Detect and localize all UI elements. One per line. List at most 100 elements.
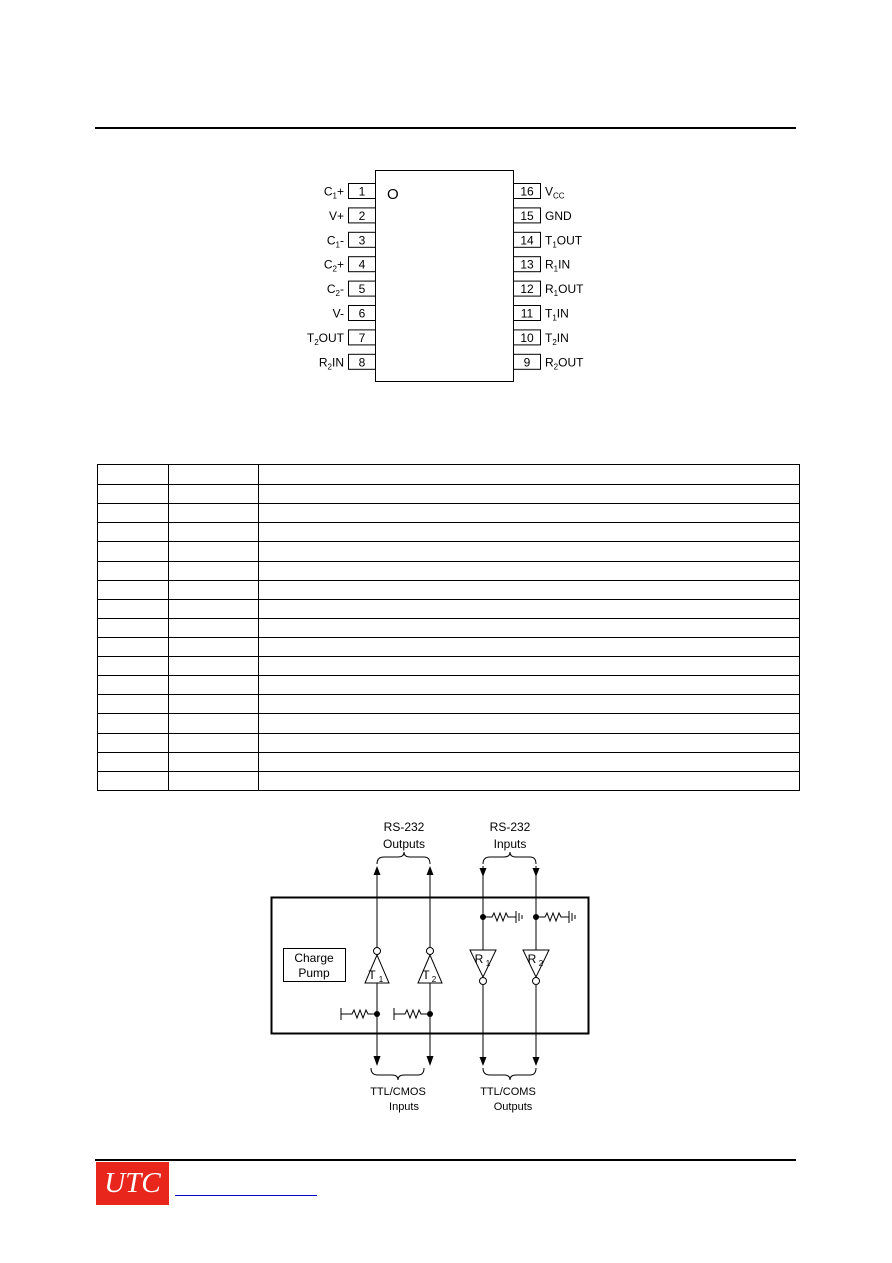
pin-name: GND [545, 209, 572, 223]
table-row [97, 541, 800, 562]
table-cell [97, 656, 169, 677]
rs232-inputs-label-1: RS-232 [490, 820, 531, 834]
table-cell [97, 751, 169, 772]
pin-name: C2+ [324, 258, 344, 274]
table-cell [97, 617, 169, 638]
table-cell [168, 656, 259, 677]
pin-16: 16 VCC [513, 183, 565, 201]
pin-number: 12 [520, 282, 534, 296]
block-diagram: RS-232 Outputs RS-232 Inputs Charge Pump… [270, 820, 590, 1113]
pin-name: VCC [545, 185, 565, 201]
utc-logo-text: UTC [104, 1167, 161, 1199]
table-cell [258, 694, 800, 715]
pin-13: 13 R1IN [513, 256, 570, 274]
table-cell [97, 579, 169, 600]
table-cell [168, 484, 259, 505]
table-cell [168, 617, 259, 638]
pin-number: 9 [524, 355, 531, 369]
table-cell [258, 732, 800, 753]
table-cell [97, 694, 169, 715]
receiver-r2-sub: 2 [539, 959, 544, 968]
table-row [97, 484, 800, 505]
pin-number: 6 [359, 307, 366, 321]
pin-name: R2IN [319, 355, 344, 371]
pin-number: 8 [359, 355, 366, 369]
table-cell [168, 751, 259, 772]
table-cell [258, 751, 800, 772]
ttl-outputs-label-2: Outputs [494, 1101, 533, 1113]
receiver-r2-symbol [522, 949, 550, 979]
pin-name: T1IN [545, 307, 569, 323]
table-cell [258, 598, 800, 619]
pin-name: T1OUT [545, 233, 583, 249]
receiver-r1-symbol [469, 949, 497, 979]
pin-number: 3 [359, 233, 366, 247]
table-cell [168, 503, 259, 524]
table-cell [168, 636, 259, 658]
table-cell [97, 522, 169, 543]
table-cell [168, 541, 259, 562]
pin-number: 14 [520, 233, 534, 247]
pin-14: 14 T1OUT [513, 231, 583, 249]
table-cell [168, 732, 259, 753]
rs232-outputs-label-2: Outputs [383, 837, 425, 851]
table-cell [168, 579, 259, 600]
header-rule [95, 127, 796, 129]
pin-4: 4C2+ [324, 256, 376, 274]
pin-number: 2 [359, 209, 366, 223]
pin-name: T2IN [545, 331, 569, 347]
table-cell [168, 694, 259, 715]
pin-name: T2OUT [307, 331, 345, 347]
pin-number: 16 [520, 185, 534, 199]
table-cell [168, 522, 259, 543]
table-header-row [97, 463, 800, 486]
receiver-r1-pulldown [483, 911, 523, 923]
receiver-r2-arrowhead [532, 868, 540, 877]
table-cell [258, 560, 800, 581]
table-cell [97, 463, 169, 486]
driver-t2-label: T [422, 968, 430, 982]
pin-name: R1OUT [545, 282, 584, 298]
table-row [97, 713, 800, 734]
pin-number: 7 [359, 331, 366, 345]
table-cell [258, 463, 800, 486]
brace-outputs-bottom [482, 1067, 537, 1081]
table-row [97, 503, 800, 524]
table-row [97, 522, 800, 543]
pin-5: 5C2- [327, 280, 376, 298]
receiver-r2-label: R [528, 952, 537, 966]
pin-1: 1C1+ [324, 183, 376, 201]
pin-number: 15 [520, 209, 534, 223]
table-cell [97, 503, 169, 524]
table-cell [258, 770, 800, 792]
driver-t2-sub: 2 [432, 975, 437, 984]
pin-name: R1IN [545, 258, 570, 274]
pin-3: 3C1- [327, 231, 376, 249]
rs232-inputs-label-2: Inputs [494, 837, 527, 851]
pin-number: 1 [359, 185, 366, 199]
table-cell [168, 713, 259, 734]
pin-15: 15 GND [513, 207, 572, 224]
driver-t1-sub: 1 [379, 975, 384, 984]
pin-name: V+ [329, 209, 344, 223]
charge-pump-block [283, 948, 346, 982]
table-cell [258, 713, 800, 734]
table-cell [168, 560, 259, 581]
pin1-orientation-mark: O [387, 186, 399, 203]
pin-8: 8 R2IN [319, 353, 376, 371]
pin-name: R2OUT [545, 355, 584, 371]
table-row [97, 694, 800, 715]
driver-t2-pullup [393, 1008, 430, 1020]
rs232-outputs-label-1: RS-232 [384, 820, 425, 834]
website-link-underline[interactable] [175, 1195, 317, 1196]
table-cell [97, 484, 169, 505]
table-row [97, 560, 800, 581]
pin-12: 12 R1OUT [513, 280, 584, 298]
table-row [97, 617, 800, 638]
table-cell [168, 463, 259, 486]
table-row [97, 732, 800, 753]
pin-number: 13 [520, 258, 534, 272]
ttl-outputs-label-1: TTL/COMS [480, 1086, 536, 1098]
